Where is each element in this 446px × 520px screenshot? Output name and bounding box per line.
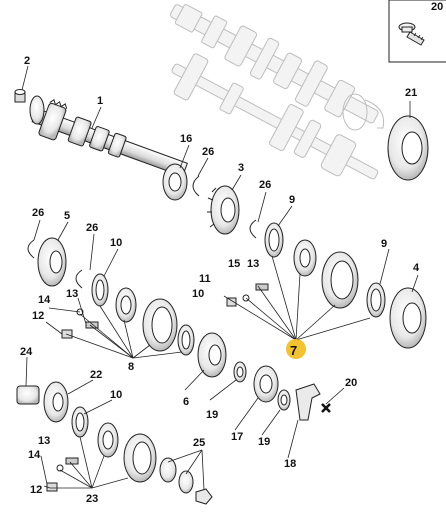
synchro-parts-25 [159,457,213,505]
label-13-upper: 13 [66,288,78,300]
synchro-ring-9-right [366,282,386,318]
washer-19-upper [233,361,247,383]
label-26-right: 26 [259,179,271,191]
label-22: 22 [90,369,102,381]
ghost-assembly [170,4,385,180]
circlip-26-mid [75,269,83,289]
label-24: 24 [20,346,33,358]
label-20-box: 20 [431,1,443,13]
label-26-upper: 26 [202,146,214,158]
label-20: 20 [345,377,357,389]
circlip-26-left [27,239,35,259]
label-2: 2 [24,55,30,67]
synchro-hub-lower [97,422,119,458]
label-4: 4 [413,262,420,274]
synchro-ring-9-upper [264,222,284,258]
synchro-ring-10-upper [91,273,109,307]
label-6: 6 [183,396,189,408]
label-14-lower: 14 [28,449,41,461]
bolt-20-icon [321,403,331,413]
detent-parts-lower [46,457,79,492]
gear-4 [389,287,427,349]
washer-19-lower [277,389,291,411]
label-3: 3 [238,162,244,174]
gear-5 [37,237,67,287]
circlip-26-upper [192,175,200,197]
retaining-plate-18 [295,383,321,421]
sliding-sleeve-left [142,298,178,352]
circlip-26-right [249,219,257,239]
label-23: 23 [86,493,98,505]
label-15: 15 [228,258,240,270]
bolt-inset-box: 20 [388,0,446,63]
label-10-upper: 10 [110,237,122,249]
gear-21 [387,115,429,181]
label-7: 7 [290,343,297,358]
label-10-lower: 10 [110,389,122,401]
label-26-left: 26 [32,207,44,219]
label-21: 21 [405,87,417,99]
label-19-left: 19 [206,409,218,421]
sliding-sleeve-lower [123,433,157,483]
label-9-right: 9 [381,238,387,250]
label-18: 18 [284,458,296,470]
bearing-17 [253,365,279,403]
label-13-right: 13 [247,258,259,270]
label-12-upper: 12 [32,310,44,322]
label-5: 5 [64,210,70,222]
label-7-highlight [286,339,306,359]
label-13-lower: 13 [38,435,50,447]
bolt-icon [398,22,425,46]
label-14-upper: 14 [38,294,51,306]
part-labels: 2 1 16 26 3 26 9 21 26 5 26 10 9 15 13 4… [20,55,420,505]
needle-bearing-24 [16,385,40,405]
synchro-hub-left [115,287,137,323]
label-9-upper: 9 [289,194,295,206]
label-19-right: 19 [258,436,270,448]
label-12-lower: 12 [30,484,42,496]
label-8: 8 [128,361,134,373]
detent-parts-upper [61,308,99,339]
primary-shaft-plug [14,89,26,103]
bearing-16 [162,163,188,201]
label-17: 17 [231,431,243,443]
label-11: 11 [199,273,211,285]
label-10-right: 10 [192,288,204,300]
synchro-hub-upper [293,239,317,277]
label-16: 16 [180,133,192,145]
sliding-sleeve-upper [321,251,359,309]
synchro-ring-8 [177,324,195,356]
gear-22 [43,381,69,423]
detent-parts-right [226,283,269,307]
gear-6 [197,332,227,378]
label-26-mid: 26 [86,222,98,234]
label-1: 1 [97,95,103,107]
leader-lines [21,65,419,491]
label-25: 25 [193,437,205,449]
gear-3 [207,185,240,235]
synchro-ring-10-lower [71,406,89,438]
primary-shaft [29,95,188,178]
